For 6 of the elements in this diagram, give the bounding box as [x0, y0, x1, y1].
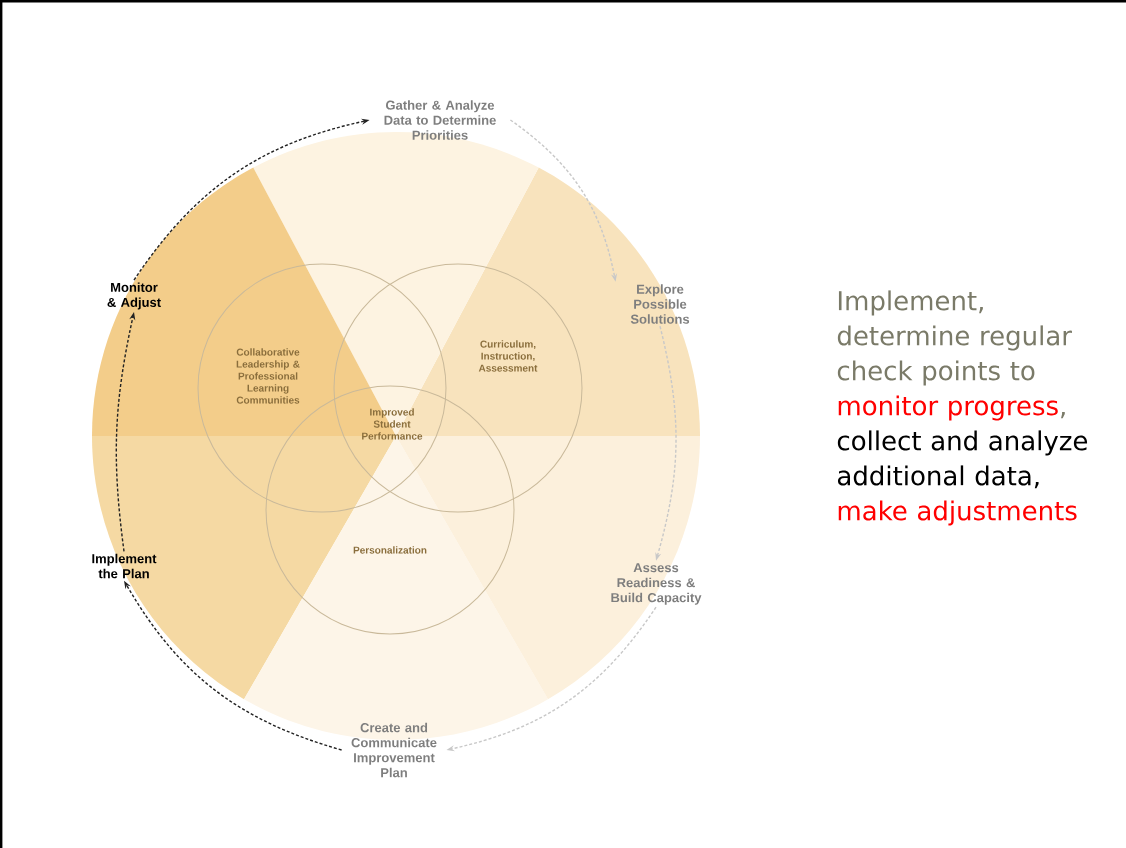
label: , [1061, 411, 1065, 419]
label: make adjustments [838, 500, 1077, 526]
label: monitor progress [838, 395, 1058, 421]
label: collect and analyze additional data, [837, 430, 1088, 489]
description-text: Implement, determine regular check points to monitor progress, collect and analyze additional data, make adjustments [837, 290, 1088, 526]
label: Implement, determine regular check points to [837, 290, 1072, 386]
